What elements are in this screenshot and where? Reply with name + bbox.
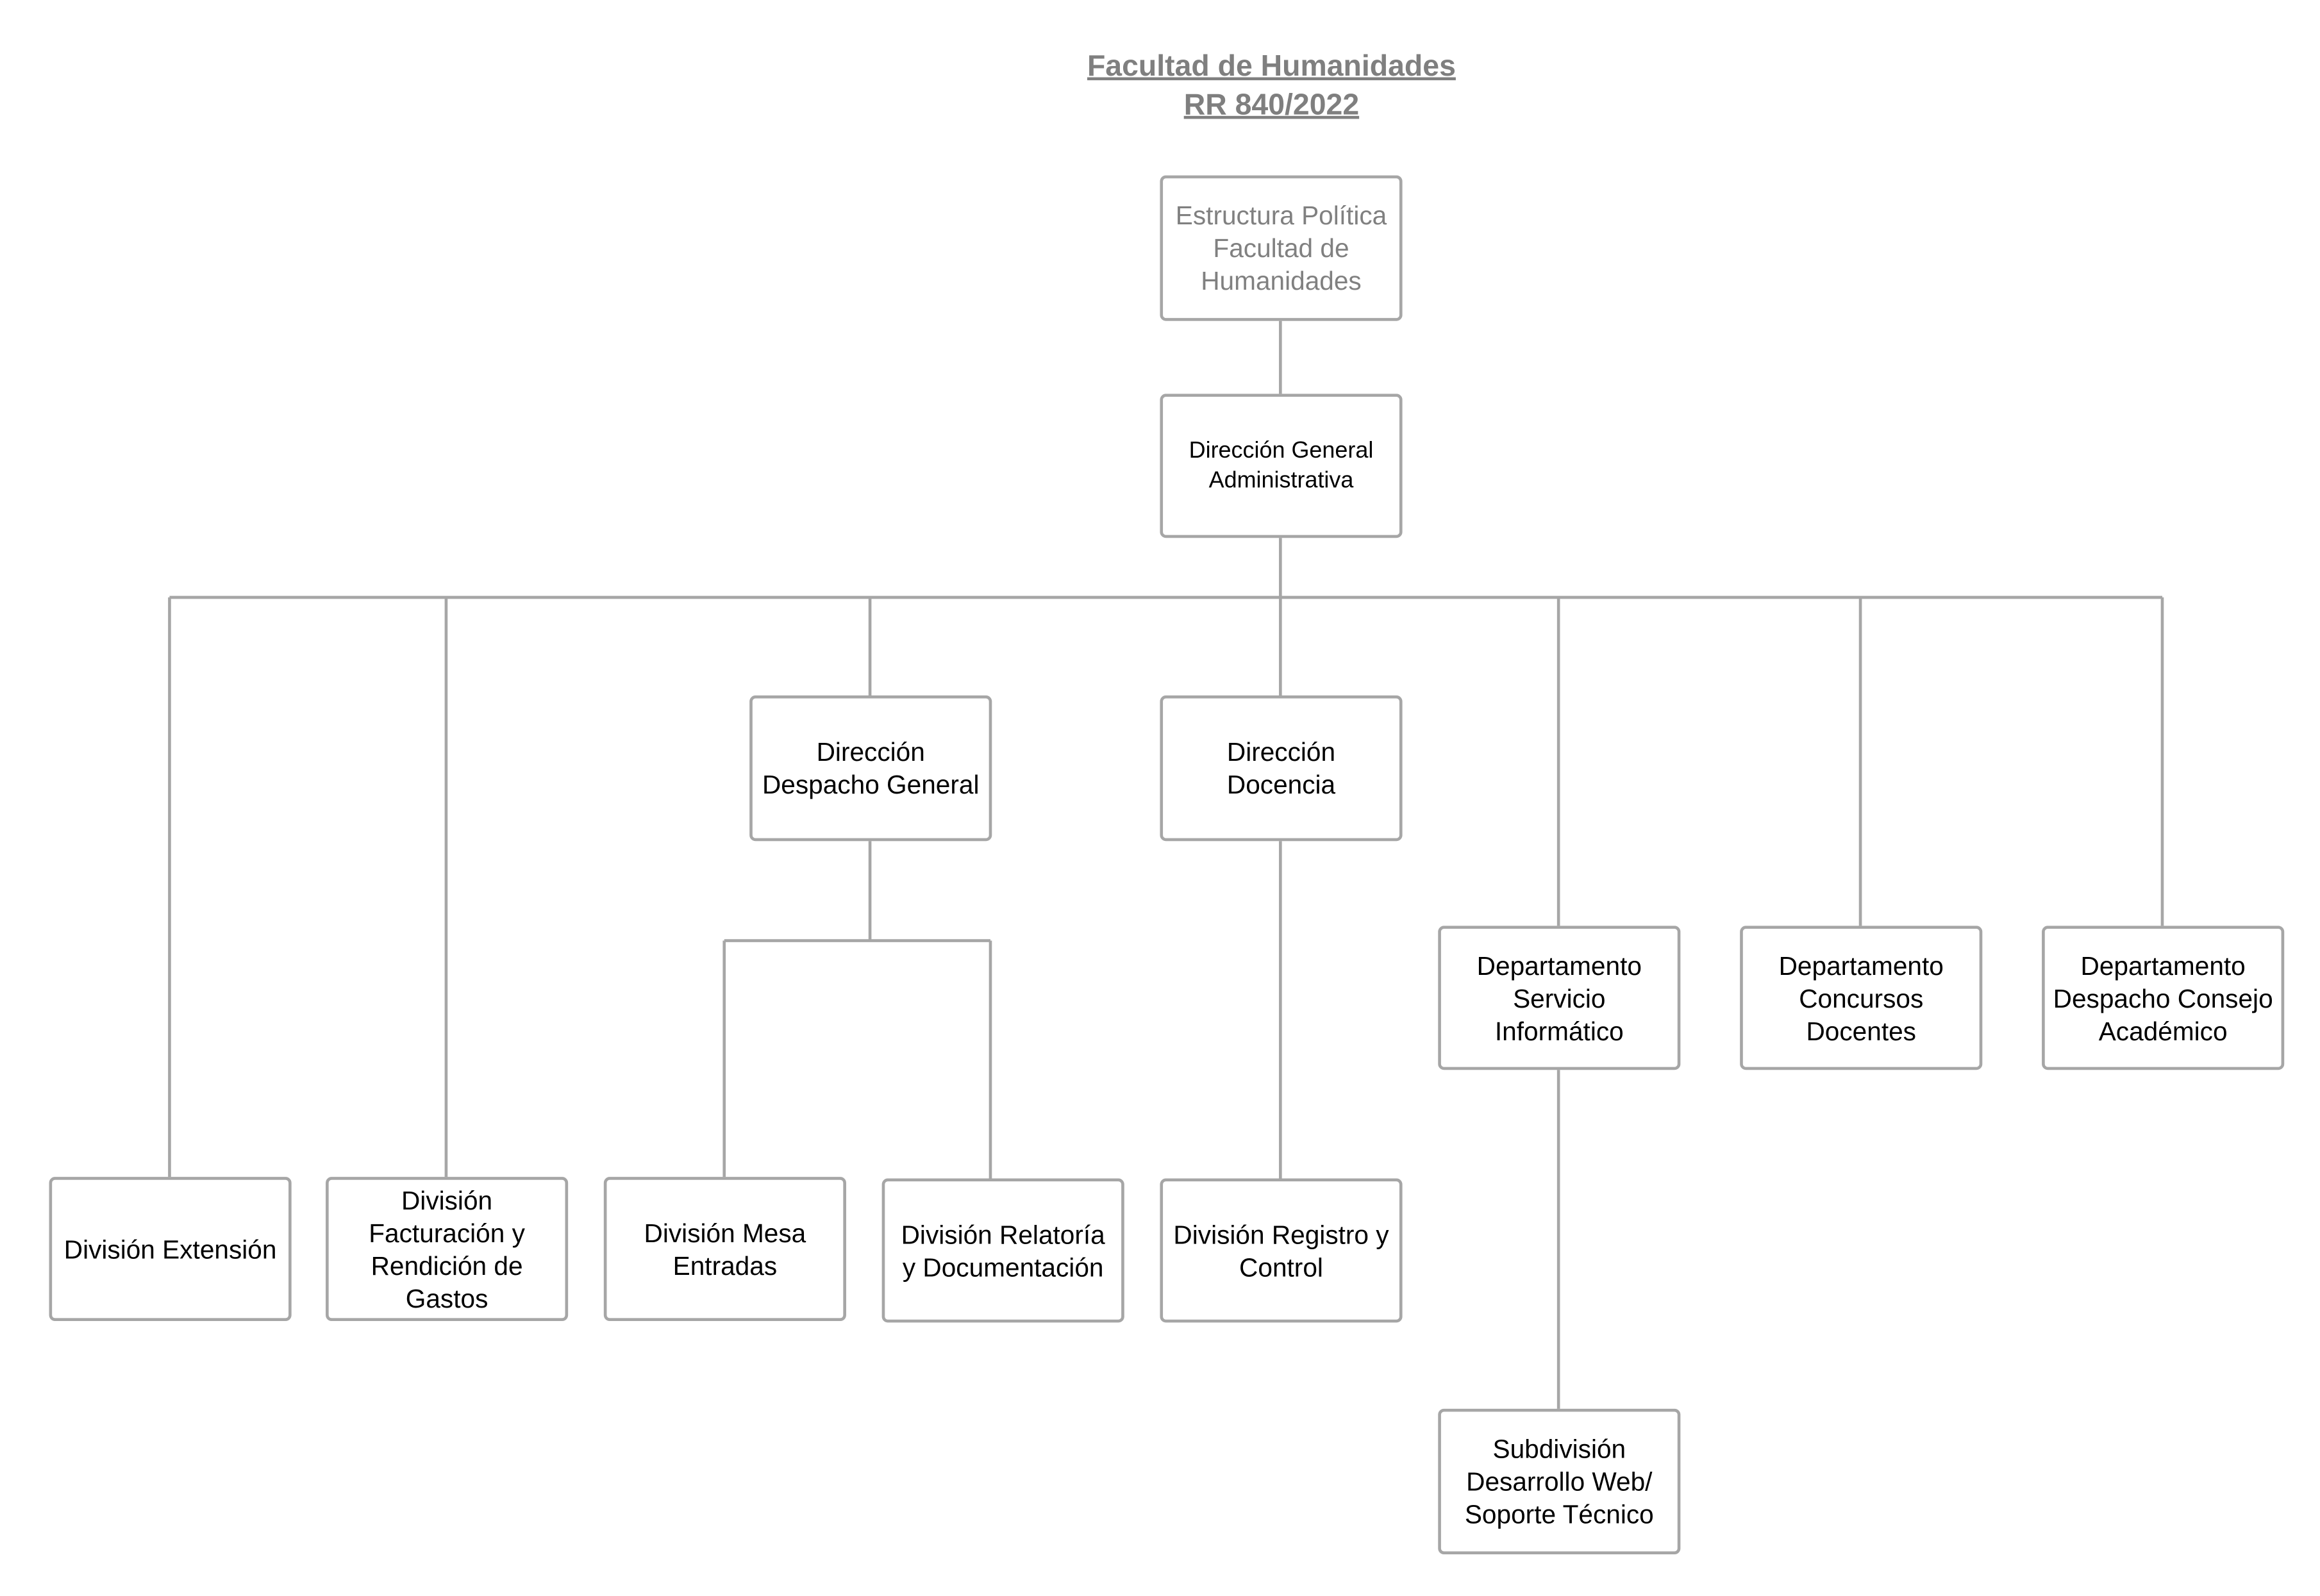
node-direccion-general-administrativa: Dirección General Administrativa	[1160, 394, 1403, 538]
node-direccion-docencia: Dirección Docencia	[1160, 695, 1403, 842]
node-division-registro-control: División Registro y Control	[1160, 1178, 1403, 1323]
node-division-mesa-entradas: División Mesa Entradas	[603, 1177, 846, 1322]
node-depto-despacho-consejo: Departamento Despacho Consejo Académico	[2042, 926, 2285, 1070]
chart-title: Facultad de Humanidades	[1087, 50, 1456, 83]
node-division-extension: División Extensión	[49, 1177, 292, 1322]
chart-subtitle: RR 840/2022	[1183, 89, 1360, 122]
node-depto-servicio-informatico: Departamento Servicio Informático	[1438, 926, 1681, 1070]
node-division-relatoria: División Relatoría y Documentación	[881, 1178, 1124, 1323]
node-estructura-politica: Estructura Política Facultad de Humanida…	[1160, 175, 1403, 321]
node-division-facturacion: División Facturación y Rendición de Gast…	[326, 1177, 569, 1322]
node-depto-concursos-docentes: Departamento Concursos Docentes	[1740, 926, 1983, 1070]
node-subdivision-desarrollo-web: Subdivisión Desarrollo Web/ Soporte Técn…	[1438, 1408, 1681, 1555]
node-direccion-despacho-general: Dirección Despacho General	[749, 695, 992, 842]
